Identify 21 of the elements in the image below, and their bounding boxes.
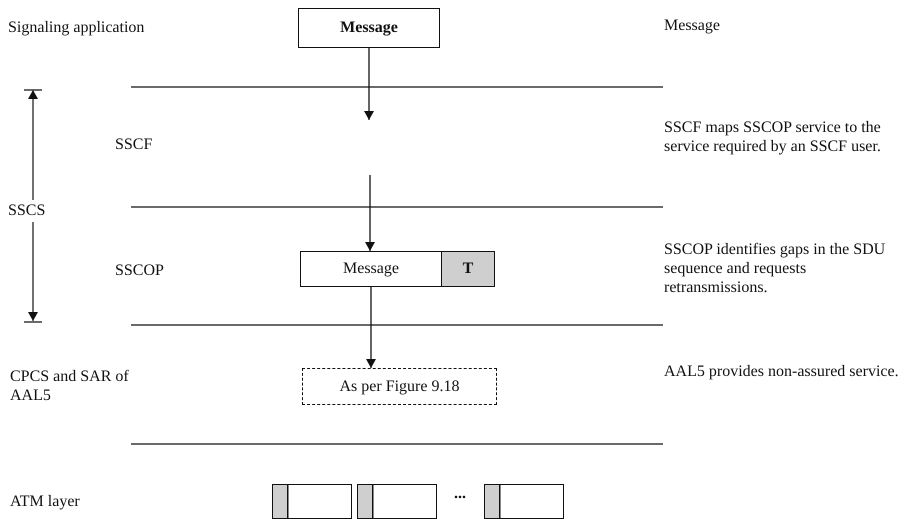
arrow xyxy=(364,48,374,120)
sublayer-span-label: SSCS xyxy=(8,201,46,220)
ellipsis: ... xyxy=(454,484,466,503)
cell-box xyxy=(357,484,437,519)
layer-name: SSCOP xyxy=(115,261,164,280)
message-box: Message xyxy=(300,251,442,287)
layer-name: Signaling application xyxy=(8,18,144,37)
description-text: SSCF maps SSCOP service to the service required by an SSCF user. xyxy=(664,118,882,156)
layer-name: ATM layer xyxy=(10,492,80,511)
description-text: AAL5 provides non-assured service. xyxy=(664,362,899,381)
description-text: SSCOP identifies gaps in the SDU sequence and requests retransmissions. xyxy=(664,240,886,297)
cell-box xyxy=(272,484,352,519)
arrow xyxy=(366,287,376,368)
layer-name: SSCF xyxy=(115,135,152,154)
arrow xyxy=(365,175,375,251)
layer-name: CPCS and SAR of AAL5 xyxy=(10,367,130,405)
reference-box: As per Figure 9.18 xyxy=(302,368,497,405)
trailer-field: T xyxy=(441,251,495,287)
cell-box xyxy=(484,484,564,519)
row-heading: Message xyxy=(664,16,720,35)
message-box: Message xyxy=(298,8,440,48)
